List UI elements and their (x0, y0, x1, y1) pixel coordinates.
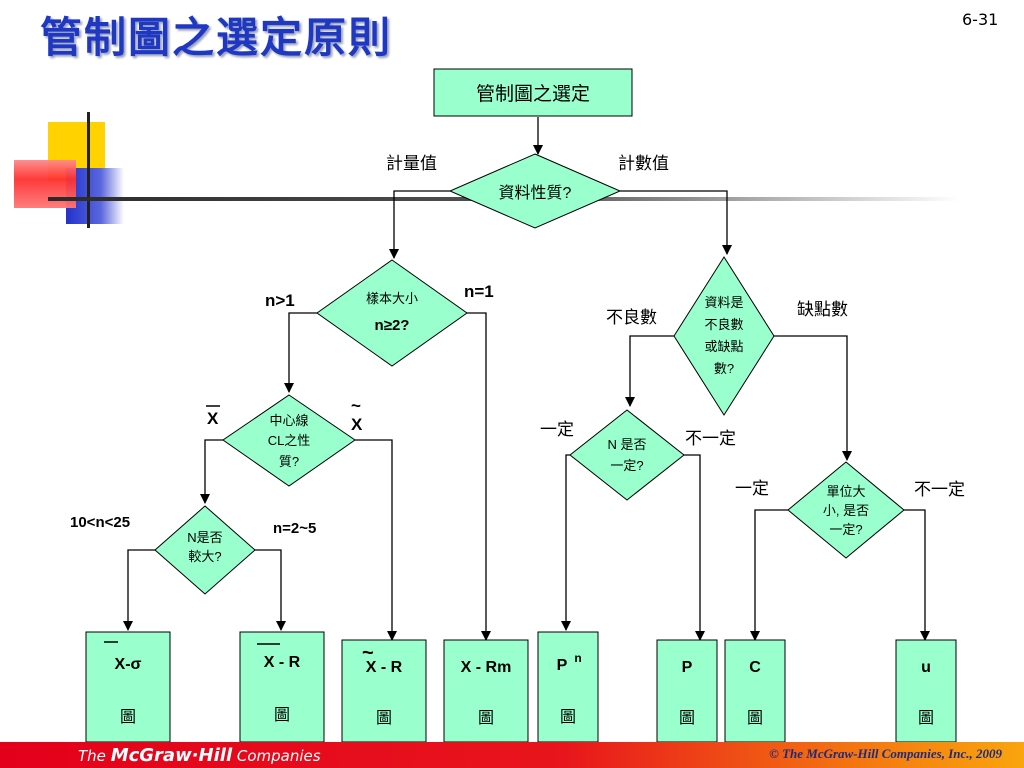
edge-not-fixed-a (684, 454, 705, 641)
label-not-fixed-a: 不一定 (685, 429, 736, 448)
publisher-logo: The McGraw·Hill Companies (78, 745, 321, 766)
terminal-labels: X-σ 圖 X - R 圖 X - R 圖 X - Rm 圖 P n 圖 P 圖… (115, 651, 934, 727)
label-defects: 缺點數 (797, 300, 848, 319)
center-line-label-3: 質? (279, 454, 299, 469)
footer-bar: The McGraw·Hill Companies © The McGraw-H… (0, 742, 1024, 768)
sample-size-diamond (316, 259, 468, 367)
label-measurement: 計量值 (386, 154, 437, 173)
n-large-diamond (154, 505, 256, 595)
label-x-tilde: X (351, 415, 363, 434)
edge-defects (774, 335, 852, 461)
defect-type-label-1: 資料是 (704, 295, 743, 310)
edge-measurement (389, 190, 450, 259)
box-x-rm (443, 639, 529, 742)
label-fixed-a: 一定 (540, 420, 574, 439)
n-large-label-2: 較大? (188, 549, 221, 564)
chart-sub-x-tilde-r: 圖 (376, 710, 392, 727)
chart-name-x-tilde-r: X - R (366, 659, 403, 676)
x-tilde-mark: ~ (351, 396, 361, 415)
sample-size-label-2: n≥2? (375, 317, 410, 334)
center-line-label-2: CL之性 (268, 433, 311, 448)
chart-sup-pn: n (574, 651, 581, 665)
data-nature-label: 資料性質? (499, 184, 572, 202)
defect-type-label-2: 不良數 (704, 317, 743, 332)
page-title: 管制圖之選定原則 (40, 13, 393, 62)
chart-sub-x-rm: 圖 (478, 710, 494, 727)
label-fixed-b: 一定 (735, 479, 769, 498)
defect-type-diamond (673, 256, 775, 416)
edge-10-25 (123, 549, 155, 631)
center-line-label-1: 中心線 (269, 413, 308, 428)
chart-name-u: u (921, 659, 931, 676)
box-x-bar-r (239, 631, 325, 742)
box-c (724, 639, 786, 742)
unit-size-diamond (787, 461, 905, 559)
chart-name-x-bar-r: X - R (264, 654, 301, 671)
edge-x-tilde (355, 439, 397, 641)
edge-fixed-a (561, 454, 571, 631)
n-fixed-label-1: N 是否 (607, 437, 646, 452)
chart-name-pn: P (557, 657, 568, 674)
start-label: 管制圖之選定 (476, 83, 590, 105)
chart-name-x-rm: X - Rm (461, 659, 512, 676)
edge-2-5 (255, 549, 286, 631)
n-large-label-1: N是否 (187, 530, 222, 545)
edge-n-eq-1 (467, 312, 491, 641)
box-u (895, 639, 957, 742)
slide-number: 6-31 (962, 10, 999, 29)
label-defectives: 不良數 (606, 308, 657, 327)
label-range-10-25: 10<n<25 (70, 514, 130, 531)
box-p (656, 639, 718, 742)
unit-size-label-1: 單位大 (826, 484, 865, 499)
box-x-tilde-r (341, 639, 427, 742)
label-x-bar: X (207, 409, 219, 428)
chart-sub-x-bar-r: 圖 (274, 707, 290, 724)
connectors (123, 117, 930, 641)
edge-count (620, 190, 732, 255)
n-fixed-label-2: 一定? (610, 458, 643, 473)
edge-fixed-b (750, 509, 788, 641)
label-not-fixed-b: 不一定 (914, 480, 965, 499)
chart-sub-c: 圖 (747, 710, 763, 727)
chart-sub-x-sigma: 圖 (120, 709, 136, 726)
box-x-sigma (85, 631, 171, 742)
chart-name-x-sigma: X-σ (115, 656, 142, 673)
terminal-boxes (85, 631, 957, 742)
flowchart: 管制圖之選定 資料性質? 樣本大小 n≥2? 中心線 CL之性 質? N是否 較… (70, 68, 965, 742)
chart-sub-p: 圖 (679, 710, 695, 727)
sample-size-label-1: 樣本大小 (366, 291, 418, 306)
edge-labels: 計量值 計數值 n>1 n=1 X X 10<n<25 n=2~5 不良數 缺點… (70, 154, 965, 537)
defect-type-label-4: 數? (714, 361, 734, 376)
x-tilde-r-mark: ~ (362, 642, 374, 664)
chart-name-c: C (749, 659, 761, 676)
label-n-gt-1: n>1 (265, 291, 295, 310)
center-line-diamond (222, 394, 356, 487)
chart-sub-pn: 圖 (560, 709, 576, 726)
chart-sub-u: 圖 (918, 710, 934, 727)
copyright-text: © The McGraw-Hill Companies, Inc., 2009 (769, 746, 1002, 761)
label-n-eq-1: n=1 (464, 282, 494, 301)
chart-name-p: P (682, 659, 693, 676)
box-pn (537, 631, 599, 742)
n-fixed-diamond (569, 409, 685, 501)
data-nature-diamond (448, 153, 622, 229)
unit-size-label-3: 一定? (829, 522, 862, 537)
edge-x-bar (200, 439, 223, 504)
label-range-2-5: n=2~5 (273, 520, 316, 537)
edge-defectives (625, 335, 674, 407)
start-box (433, 68, 633, 117)
edge-not-fixed-b (904, 509, 930, 641)
edge-n-gt-1 (284, 312, 317, 393)
label-count: 計數值 (618, 154, 669, 173)
vertical-rule (87, 112, 90, 228)
unit-size-label-2: 小, 是否 (823, 503, 869, 518)
defect-type-label-3: 或缺點 (704, 339, 743, 354)
